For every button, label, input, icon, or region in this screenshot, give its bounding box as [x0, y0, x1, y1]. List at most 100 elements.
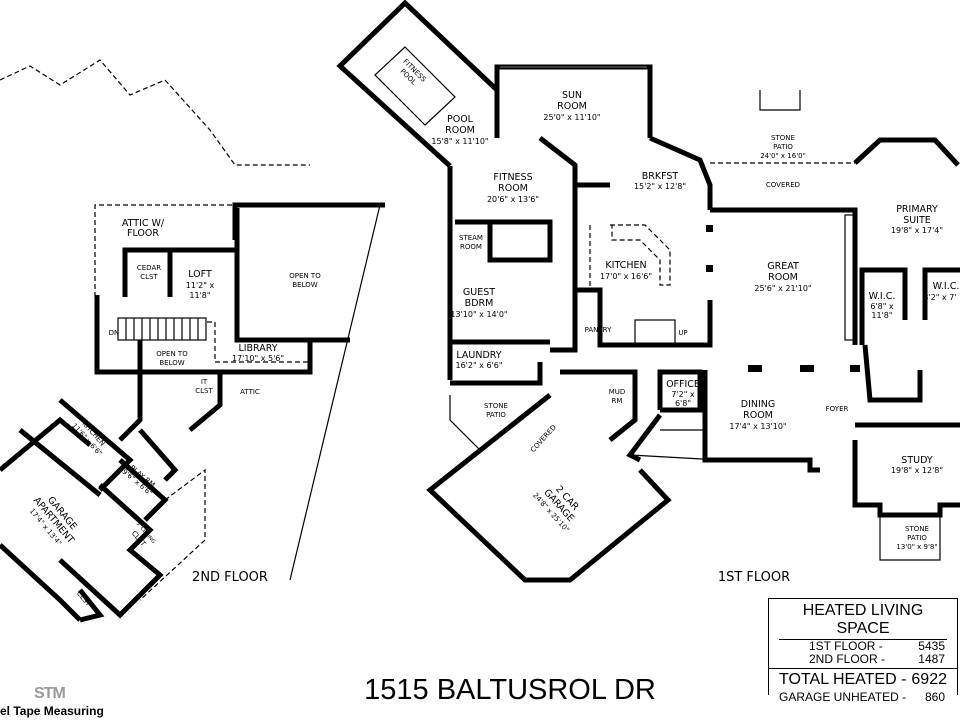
room-label: W.I.C.: [869, 291, 896, 302]
room-dimensions: 8'2" x 7': [923, 293, 956, 302]
room-label: CLST: [140, 273, 158, 281]
garage-wall: [426, 393, 672, 583]
room-label: STONE: [484, 402, 508, 410]
room-label: PANTRY: [585, 326, 612, 334]
area-row-label: 1ST FLOOR -: [809, 639, 883, 653]
room-dimensions: 11'8": [871, 311, 892, 320]
closet-wall: [78, 588, 105, 623]
room-label: W.I.C.: [933, 281, 960, 292]
room-label: BELOW: [292, 281, 317, 289]
room-dimensions: 24'0" x 16'0": [760, 152, 806, 160]
room-label: BELOW: [159, 359, 184, 367]
room-label: DINING: [741, 399, 776, 410]
area-row: 2ND FLOOR - 1487: [769, 653, 957, 666]
room-label: ROOM: [498, 183, 528, 194]
staircase: [117, 317, 207, 341]
library-outline: [207, 321, 310, 363]
total-value: 6922: [911, 671, 947, 688]
total-row: TOTAL HEATED - 6922: [769, 668, 957, 689]
room-label: LOFT: [188, 269, 212, 280]
room-dimensions: 13'0" x 9'8": [896, 543, 937, 551]
room-label: CEDAR: [137, 264, 161, 272]
area-summary-table: HEATED LIVING SPACE 1ST FLOOR - 5435 2ND…: [768, 598, 958, 704]
fitness-pool: [374, 46, 456, 126]
room-label: RM: [612, 397, 623, 405]
wall: [188, 372, 223, 432]
room-label: STEAM: [459, 234, 483, 242]
room-dimensions: 19'8" x 12'8": [891, 466, 943, 475]
room-label: KITCHEN: [605, 260, 646, 271]
room-label: STONE: [771, 134, 795, 142]
logo-text: el Tape Measuring: [0, 704, 104, 718]
kitchen-island: [610, 224, 671, 286]
area-table-heading: HEATED LIVING SPACE: [779, 602, 947, 640]
room-dimensions: 6'8": [675, 399, 691, 408]
bath-wall: [862, 344, 923, 403]
room-label: FITNESS: [493, 172, 532, 183]
fireplace: [844, 214, 856, 341]
room-label: PRIMARY: [896, 204, 938, 215]
room-dimensions: 15'8" x 11'10": [431, 137, 488, 146]
garage-apartment-wall: [58, 483, 164, 619]
room-dimensions: 11'8": [189, 291, 210, 300]
room-label: CLST: [195, 387, 213, 395]
stairs-label: UP: [678, 329, 687, 337]
stair-treads: [125, 318, 199, 340]
first-floor-plan: [336, 0, 960, 583]
room-label: ROOM: [460, 243, 482, 251]
wall: [118, 372, 143, 442]
covered-label: COVERED: [529, 423, 558, 454]
wall: [232, 202, 385, 240]
room-label: LIBRARY: [238, 343, 277, 354]
property-address-title: 1515 BALTUSROL DR: [364, 674, 656, 706]
patio-steps: [759, 90, 801, 111]
office-wall: [657, 369, 703, 413]
room-label: POOL: [447, 114, 474, 125]
room-dimensions: 15'2" x 12'8": [634, 182, 686, 191]
room-dimensions: 13'10" x 14'0": [450, 310, 507, 319]
room-label: IT: [201, 378, 208, 386]
room-label: BDRM: [465, 298, 494, 309]
garage-label: GARAGE UNHEATED -: [779, 690, 907, 704]
room-label: FOYER: [826, 405, 849, 413]
room-label: STONE: [905, 525, 929, 533]
room-label: ROOM: [445, 125, 475, 136]
walkway: [629, 454, 721, 461]
column: [748, 365, 762, 372]
company-logo: STM el Tape Measuring: [0, 685, 104, 718]
room-label: ROOM: [557, 101, 587, 112]
room-label: OPEN TO: [289, 272, 321, 280]
room-label: PATIO: [486, 411, 506, 419]
room-label: PATIO: [907, 534, 927, 542]
area-row-value: 1487: [918, 652, 945, 666]
wall: [58, 398, 134, 492]
room-label: LAUNDRY: [456, 350, 501, 361]
floor-label-1st: 1ST FLOOR: [718, 570, 790, 585]
room-dimensions: 7'2" x: [671, 390, 695, 399]
front-patio-outline: [879, 515, 941, 561]
logo-mark: STM: [34, 685, 66, 702]
room-label: FLOOR: [127, 228, 159, 239]
side-patio-outline: [449, 395, 481, 451]
room-label: ROOM: [743, 410, 773, 421]
primary-suite-wall: [853, 137, 960, 167]
room-label: BRKFST: [642, 171, 679, 182]
room-label: ROOM: [768, 272, 798, 283]
room-dimensions: 17'0" x 16'6": [600, 272, 652, 281]
wall: [538, 136, 578, 353]
total-label: TOTAL HEATED -: [779, 671, 907, 688]
roof-line: [289, 204, 381, 581]
room-label: OFFICE: [666, 379, 700, 390]
garage-apartment-wall: [0, 543, 82, 622]
wall: [0, 416, 92, 472]
room-dimensions: 6'8" x: [870, 302, 894, 311]
room-label: ATTIC: [240, 388, 260, 396]
wic-wall: [859, 267, 908, 345]
room-dimensions: 11'2" x: [186, 281, 215, 290]
area-row-value: 5435: [918, 639, 945, 653]
column: [850, 365, 860, 372]
stairs-label: DN: [109, 329, 120, 337]
column: [706, 265, 713, 272]
pool-room-wall: [336, 0, 499, 168]
